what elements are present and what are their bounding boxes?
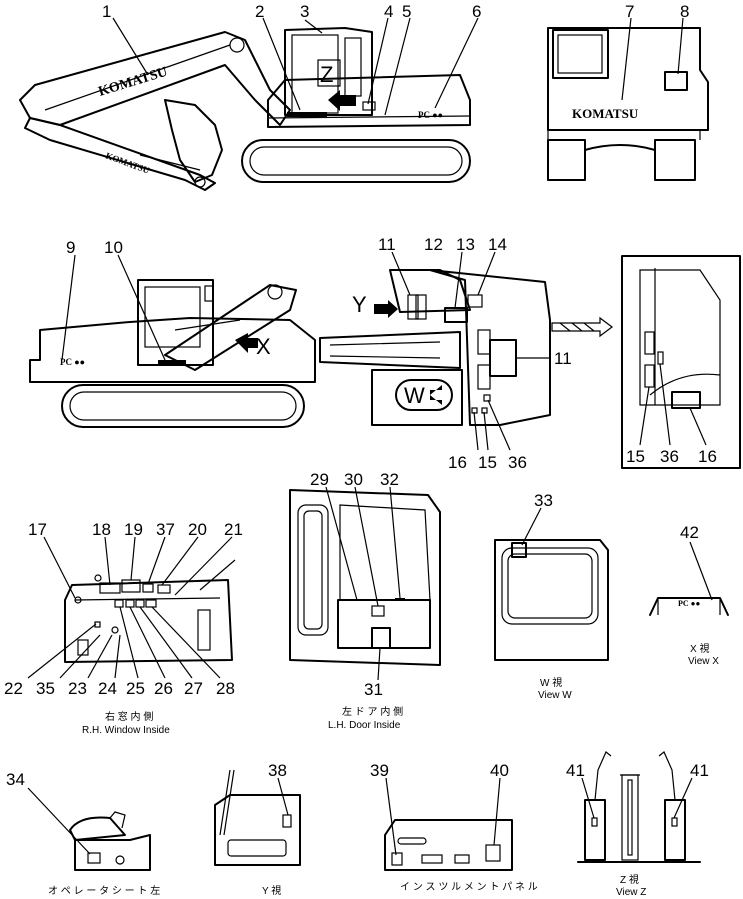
callout-41-right: 41 xyxy=(690,761,709,780)
callout-5: 5 xyxy=(402,2,411,21)
callout-10: 10 xyxy=(104,238,123,257)
callout-24: 24 xyxy=(98,679,117,698)
view-x-diagram: PC ●● 42 X 視 View X xyxy=(649,523,729,667)
lh-door-caption-en: L.H. Door Inside xyxy=(328,720,401,731)
view-w-caption-en: View W xyxy=(538,690,572,701)
view-z-letter: Z xyxy=(320,62,333,87)
callout-34: 34 xyxy=(6,770,25,789)
model-decal-9: PC ●● xyxy=(60,357,85,367)
callout-15-top: 15 xyxy=(478,453,497,472)
view-x-caption-en: View X xyxy=(688,656,719,667)
callout-36-top: 36 xyxy=(508,453,527,472)
callout-40: 40 xyxy=(490,761,509,780)
callout-14: 14 xyxy=(488,235,507,254)
callout-18: 18 xyxy=(92,520,111,539)
view-z-caption-jp: Z 視 xyxy=(620,873,639,886)
callout-23: 23 xyxy=(68,679,87,698)
model-decal-42: PC ●● xyxy=(678,599,700,608)
callout-12: 12 xyxy=(424,235,443,254)
view-z-caption-en: View Z xyxy=(616,887,646,898)
callout-32: 32 xyxy=(380,470,399,489)
callout-38: 38 xyxy=(268,761,287,780)
callout-25: 25 xyxy=(126,679,145,698)
rear-brand-decal: KOMATSU xyxy=(572,106,639,121)
callout-36-zoom: 36 xyxy=(660,447,679,466)
callout-11-top: 11 xyxy=(378,235,396,254)
view-z-diagram: 41 41 Z 視 View Z xyxy=(566,751,709,898)
callout-35: 35 xyxy=(36,679,55,698)
boom-brand-decal: KOMATSU xyxy=(97,65,170,100)
callout-1: 1 xyxy=(102,2,111,21)
callout-9: 9 xyxy=(66,238,75,257)
callout-33: 33 xyxy=(534,491,553,510)
rh-window-caption-jp: 右 窓 内 側 xyxy=(105,710,153,723)
view-w-caption-jp: W 視 xyxy=(540,676,562,689)
callout-39: 39 xyxy=(370,761,389,780)
callout-29: 29 xyxy=(310,470,329,489)
view-y-caption-jp: Y 視 xyxy=(262,884,281,897)
callout-15-zoom: 15 xyxy=(626,447,645,466)
callout-8: 8 xyxy=(680,2,689,21)
callout-16-top: 16 xyxy=(448,453,467,472)
callout-30: 30 xyxy=(344,470,363,489)
panel-caption-jp: イ ン ス ツ ル メ ン ト パ ネ ル xyxy=(400,881,538,893)
rh-window-inside-view: 17 18 19 37 20 21 22 35 23 24 25 26 27 2… xyxy=(4,520,243,736)
rh-window-caption-en: R.H. Window Inside xyxy=(82,725,170,736)
view-y-letter: Y xyxy=(352,292,367,317)
excavator-top-view: W Y 11 12 13 14 11 16 15 36 xyxy=(319,235,613,472)
detail-zoom-box: 15 36 16 xyxy=(621,255,741,469)
lh-door-inside-view: 29 30 32 31 左 ド ア 内 側 L.H. Door Inside xyxy=(289,470,441,731)
callout-31: 31 xyxy=(364,680,383,699)
callout-26: 26 xyxy=(154,679,173,698)
callout-41-left: 41 xyxy=(566,761,585,780)
view-x-caption-jp: X 視 xyxy=(690,642,709,655)
callout-16-zoom: 16 xyxy=(698,447,717,466)
callout-11-side: 11 xyxy=(554,349,572,368)
callout-19: 19 xyxy=(124,520,143,539)
callout-3: 3 xyxy=(300,2,309,21)
view-y-diagram: 38 Y 視 xyxy=(214,761,301,897)
excavator-side-view-2: PC ●● X 9 10 xyxy=(29,238,316,428)
callout-20: 20 xyxy=(188,520,207,539)
callout-37: 37 xyxy=(156,520,175,539)
lh-door-caption-jp: 左 ド ア 内 側 xyxy=(342,705,403,718)
excavator-side-view-1: PC ●● Z KOMATSU KOMATSU 1 2 3 4 5 6 xyxy=(19,2,481,191)
callout-7: 7 xyxy=(625,2,634,21)
callout-4: 4 xyxy=(384,2,393,21)
callout-2: 2 xyxy=(255,2,264,21)
callout-21: 21 xyxy=(224,520,243,539)
view-w-letter: W xyxy=(404,383,425,408)
callout-28: 28 xyxy=(216,679,235,698)
seat-caption-jp: オ ペ レ ー タ シ ー ト 左 xyxy=(48,884,160,897)
callout-6: 6 xyxy=(472,2,481,21)
callout-13: 13 xyxy=(456,235,475,254)
callout-27: 27 xyxy=(184,679,203,698)
callout-22: 22 xyxy=(4,679,23,698)
callout-42: 42 xyxy=(680,523,699,542)
instrument-panel-view: 39 40 イ ン ス ツ ル メ ン ト パ ネ ル xyxy=(370,761,538,893)
view-x-letter: X xyxy=(256,334,271,359)
excavator-rear-view: KOMATSU 7 8 xyxy=(547,2,709,181)
callout-17: 17 xyxy=(28,520,47,539)
model-decal-6: PC ●● xyxy=(418,110,443,120)
operator-seat-view: 34 オ ペ レ ー タ シ ー ト 左 xyxy=(6,770,160,897)
view-w-diagram: 33 W 視 View W xyxy=(494,491,609,701)
